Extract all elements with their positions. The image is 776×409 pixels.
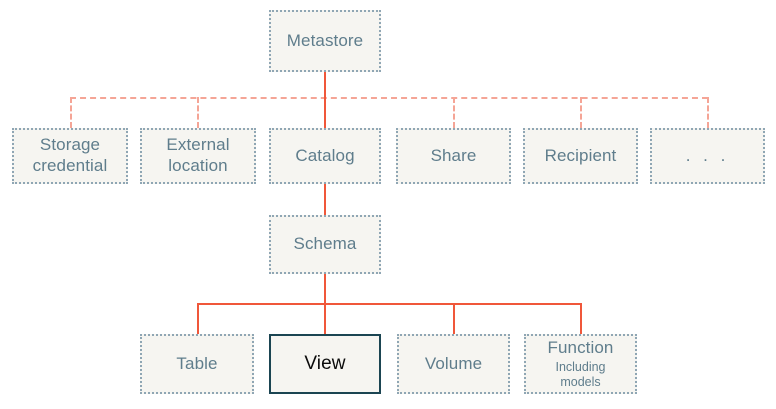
edge-metastore-to-share [453,97,455,128]
node-metastore[interactable]: Metastore [269,10,381,72]
node-more[interactable]: . . . [650,128,765,184]
node-schema[interactable]: Schema [269,215,381,274]
node-schema-label: Schema [293,234,357,254]
edge-schema-to-table [197,303,199,334]
node-external-location-label: External location [166,135,230,175]
edge-catalog-to-schema [324,183,326,215]
edge-metastore-to-catalog [324,97,326,128]
node-volume-label: Volume [424,353,483,373]
edge-metastore-bus [70,97,708,99]
edge-schema-to-volume [453,303,455,334]
node-function[interactable]: Function Including models [524,334,637,394]
node-function-label: Function [547,338,614,358]
node-share[interactable]: Share [396,128,511,184]
node-catalog-label: Catalog [295,145,355,165]
node-recipient-label: Recipient [544,145,617,165]
node-table[interactable]: Table [140,334,254,394]
node-storage-credential-label: Storage credential [32,135,108,175]
node-function-sublabel: Including models [555,359,606,389]
edge-schema-to-function [580,303,582,334]
edge-metastore-to-more [707,97,709,128]
edge-schema-bus [197,303,581,305]
edge-metastore-to-external-location [197,97,199,128]
node-metastore-label: Metastore [286,30,364,50]
node-volume[interactable]: Volume [397,334,510,394]
edge-metastore-to-recipient [580,97,582,128]
node-external-location[interactable]: External location [140,128,256,184]
node-table-label: Table [176,353,218,373]
edge-metastore-to-storage-credential [70,97,72,128]
node-recipient[interactable]: Recipient [523,128,638,184]
node-more-label: . . . [685,146,730,165]
node-storage-credential[interactable]: Storage credential [12,128,128,184]
edge-metastore-stem [324,72,326,98]
node-view[interactable]: View [269,334,381,394]
node-view-label: View [304,353,346,375]
node-share-label: Share [430,145,477,165]
node-catalog[interactable]: Catalog [269,128,381,184]
